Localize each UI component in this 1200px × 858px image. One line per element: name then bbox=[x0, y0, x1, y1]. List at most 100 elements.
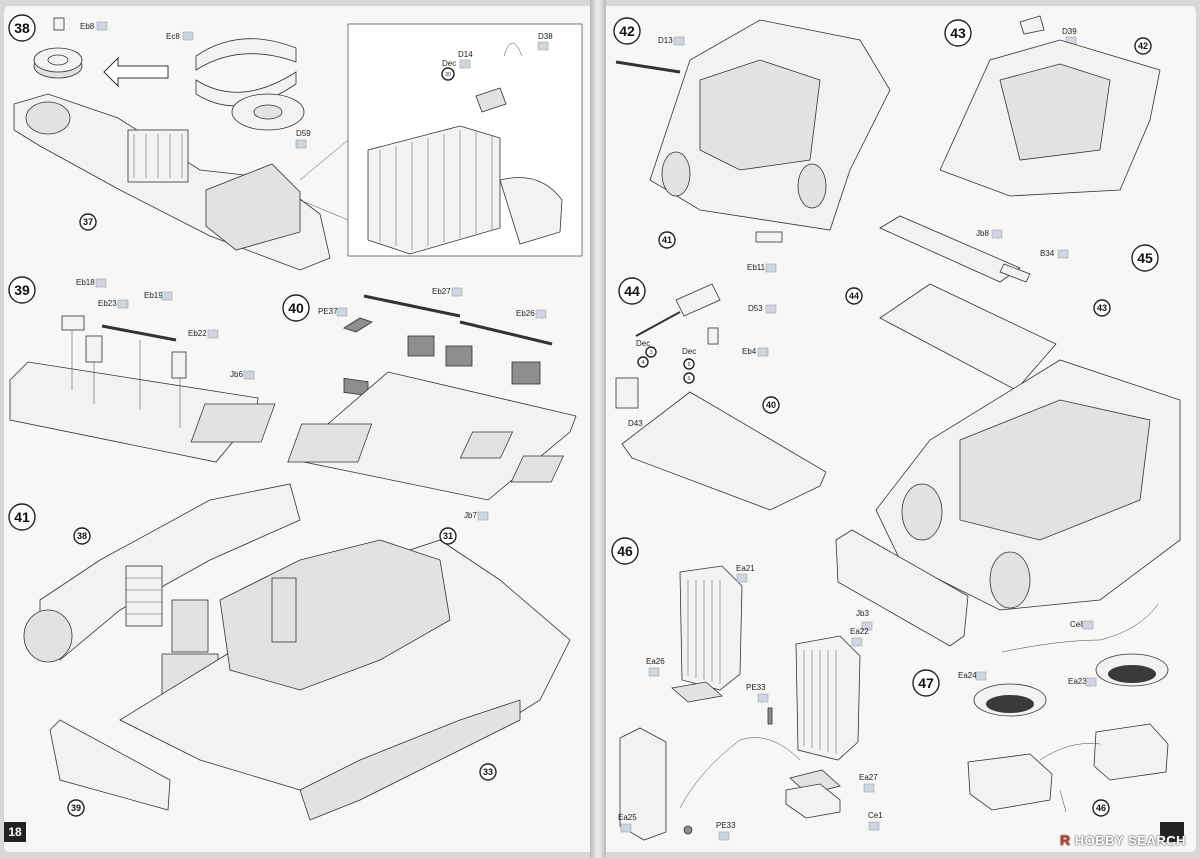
step-43: 43 D39 42 bbox=[939, 15, 1161, 197]
label-eb26: Eb26 bbox=[516, 309, 535, 318]
book-gutter bbox=[590, 0, 606, 858]
tag-ea25 bbox=[620, 823, 632, 833]
part-pe33a bbox=[767, 707, 773, 725]
ammo-box-41 bbox=[171, 599, 209, 653]
tag-jb7 bbox=[477, 511, 489, 521]
label-eb19: Eb19 bbox=[144, 291, 163, 300]
part-eb23 bbox=[85, 335, 103, 363]
label-eb11: Eb11 bbox=[747, 263, 766, 272]
direction-arrow bbox=[103, 56, 169, 88]
tag-eb23 bbox=[117, 299, 129, 309]
interior-42 bbox=[699, 59, 821, 171]
wheel-45-left bbox=[901, 483, 943, 541]
label-ea25: Ea25 bbox=[618, 813, 637, 822]
ref-44: 44 bbox=[849, 291, 859, 301]
tag-d53 bbox=[765, 304, 777, 314]
step-40-number: 40 bbox=[288, 300, 304, 316]
step-47-number: 47 bbox=[918, 675, 934, 691]
step-43-number: 43 bbox=[950, 25, 966, 41]
step-45-number: 45 bbox=[1137, 250, 1153, 266]
radiator-ea22 bbox=[795, 635, 861, 761]
tag-d13 bbox=[673, 36, 685, 46]
track-ring-upper bbox=[195, 38, 297, 71]
part-jb3 bbox=[835, 529, 969, 647]
wheel-45-right bbox=[989, 551, 1031, 609]
step-38: 38 Eb8 Ec8 D59 bbox=[8, 14, 583, 271]
pipe-46 bbox=[679, 737, 801, 809]
pe37-plate-3 bbox=[445, 345, 473, 367]
label-dec: Dec bbox=[442, 59, 456, 68]
hobby-search-watermark: R HOBBY SEARCH bbox=[1060, 832, 1186, 848]
part-b34 bbox=[999, 263, 1031, 283]
label-jb6: Jb6 bbox=[230, 370, 243, 379]
part-d53 bbox=[675, 283, 721, 317]
ref-41-badge bbox=[658, 231, 676, 249]
label-ea27: Ea27 bbox=[859, 773, 878, 782]
wheel-42-left bbox=[661, 151, 691, 197]
ref-38-badge bbox=[73, 527, 91, 545]
shell-rack-large bbox=[367, 125, 501, 255]
step-46: 46 Ea21 Ea22 Ea26 bbox=[611, 537, 883, 841]
label-pe33b: PE33 bbox=[716, 821, 736, 830]
step-42-number: 42 bbox=[619, 23, 635, 39]
engine-deck-44 bbox=[621, 391, 827, 511]
label-jb8: Jb8 bbox=[976, 229, 989, 238]
decal-3: 3 bbox=[649, 350, 652, 356]
tag-ce1 bbox=[868, 821, 880, 831]
part-eb26 bbox=[459, 320, 553, 346]
fighting-compartment-41 bbox=[219, 539, 451, 691]
tag-ea22 bbox=[851, 637, 863, 647]
label-d43: D43 bbox=[628, 419, 643, 428]
step-47-badge bbox=[912, 669, 940, 697]
drive-sprocket bbox=[25, 101, 71, 135]
label-ce8: Ce8 bbox=[1070, 620, 1085, 629]
ref-41: 41 bbox=[662, 235, 672, 245]
label-d53: D53 bbox=[748, 304, 763, 313]
part-d13 bbox=[615, 60, 681, 74]
step-41-badge bbox=[8, 503, 36, 531]
ref-37: 37 bbox=[83, 217, 93, 227]
label-ea26: Ea26 bbox=[646, 657, 665, 666]
tag-jb3 bbox=[861, 621, 873, 631]
label-d38: D38 bbox=[538, 32, 553, 41]
road-wheel-hub bbox=[47, 54, 69, 66]
tag-ea21 bbox=[736, 573, 748, 583]
label-d14: D14 bbox=[458, 50, 473, 59]
part-eb19 bbox=[101, 324, 177, 342]
step-39-number: 39 bbox=[14, 282, 30, 298]
part-d39 bbox=[1019, 15, 1045, 35]
hull-box bbox=[205, 163, 301, 251]
step-40: 40 PE37 Eb27 Eb26 Jb7 bbox=[190, 287, 577, 521]
radiator-box-right bbox=[1093, 723, 1169, 781]
decal-30: 30 bbox=[445, 72, 451, 78]
decal-5: 5 bbox=[687, 362, 690, 368]
decal-30-badge bbox=[441, 67, 455, 81]
part-ce8 bbox=[1001, 603, 1159, 653]
engine-deck-45 bbox=[879, 283, 1057, 391]
front-plate-41 bbox=[49, 719, 171, 811]
part-eb11 bbox=[755, 231, 783, 243]
ref-43-badge bbox=[1093, 299, 1111, 317]
step-44-number: 44 bbox=[624, 283, 640, 299]
ref-43: 43 bbox=[1097, 303, 1107, 313]
label-d59: D59 bbox=[296, 129, 311, 138]
part-eb8 bbox=[53, 17, 65, 31]
ref-39-badge bbox=[67, 799, 85, 817]
ref-46: 46 bbox=[1096, 803, 1106, 813]
ref-38: 38 bbox=[77, 531, 87, 541]
step-44: 44 D53 Eb4 Dec Dec 3 4 5 6 D43 40 bbox=[459, 277, 827, 511]
step-43-badge bbox=[944, 19, 972, 47]
label-ea22: Ea22 bbox=[850, 627, 869, 636]
tag-eb27 bbox=[451, 287, 463, 297]
interior-45 bbox=[959, 399, 1151, 541]
tag-ea26 bbox=[648, 667, 660, 677]
tag-eb26 bbox=[535, 309, 547, 319]
right-page-number bbox=[1160, 822, 1184, 842]
label-pe33a: PE33 bbox=[746, 683, 766, 692]
ref-42: 42 bbox=[1138, 41, 1148, 51]
pe37-plate-1 bbox=[343, 317, 373, 333]
ref-37-badge bbox=[79, 213, 97, 231]
part-d43 bbox=[615, 377, 639, 409]
tag-ce8 bbox=[1082, 620, 1094, 630]
part-jb8 bbox=[879, 215, 1021, 283]
